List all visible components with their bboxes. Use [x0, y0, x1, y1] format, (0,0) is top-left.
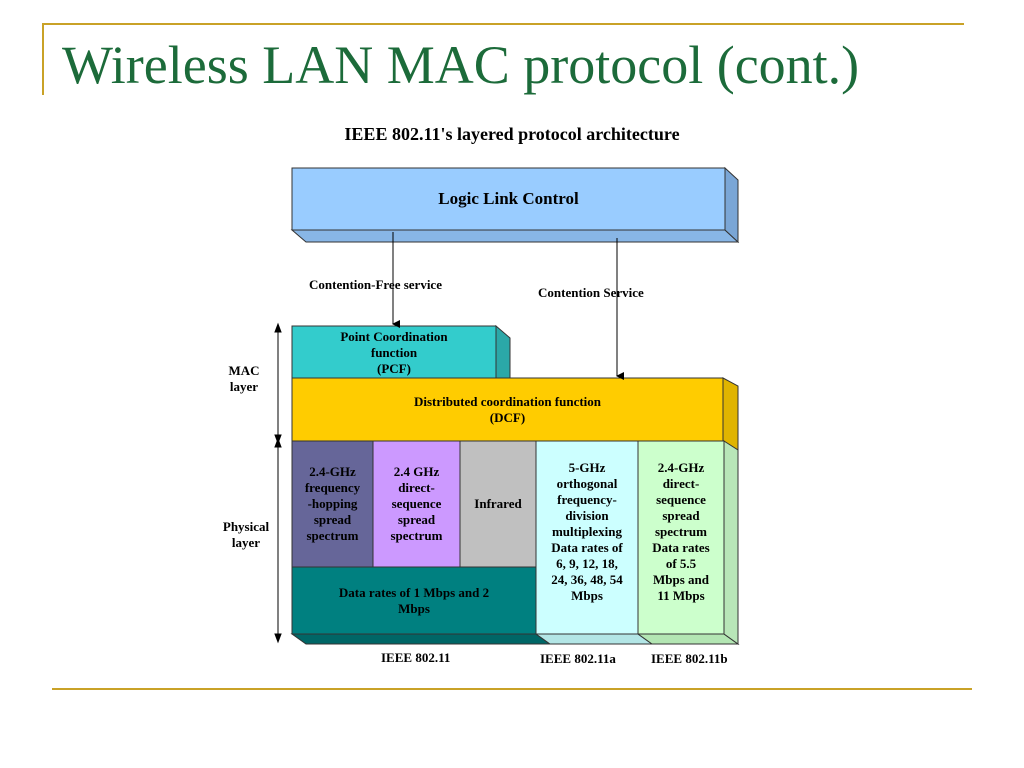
ieee-80211b-label: IEEE 802.11b [651, 651, 728, 666]
dsss-b-box-3d [636, 440, 740, 645]
top-rule [42, 23, 964, 25]
pcf-label: Point Coordination function (PCF) [340, 329, 448, 376]
fhss-label: 2.4-GHz frequency -hopping spread spectr… [304, 464, 361, 543]
dsss-b-label: 2.4-GHz direct- sequence spread spectrum… [652, 460, 710, 603]
left-rule [42, 23, 44, 95]
data-rates-label: Data rates of 1 Mbps and 2 Mbps [338, 584, 490, 616]
llc-label: Logic Link Control [438, 189, 579, 208]
data-rates-box-3d [290, 566, 552, 645]
dcf-box-3d [291, 377, 739, 451]
dcf-label: Distributed coordination function (DCF) [413, 393, 602, 425]
mac-layer-bracket [274, 322, 282, 445]
slide-title: Wireless LAN MAC protocol (cont.) [62, 35, 860, 95]
diagram-heading: IEEE 802.11's layered protocol architect… [344, 124, 680, 144]
infrared-label: Infrared [474, 496, 522, 511]
llc-box-3d [290, 166, 740, 244]
ieee-80211a-label: IEEE 802.11a [540, 651, 616, 666]
bottom-rule [52, 688, 972, 690]
physical-layer-label: Physical layer [222, 519, 270, 550]
ofdm-box-3d [534, 440, 654, 645]
dsss-label: 2.4 GHz direct- sequence spread spectrum [390, 464, 443, 543]
contention-label: Contention Service [538, 285, 644, 300]
mac-layer-label: MAC layer [228, 363, 260, 394]
contention-free-label: Contention-Free service [309, 277, 442, 292]
ofdm-label: 5-GHz orthogonal frequency- division mul… [551, 460, 623, 603]
ieee-80211-label: IEEE 802.11 [381, 650, 451, 665]
physical-layer-bracket [274, 437, 282, 644]
infrared-cell-bg [459, 440, 537, 568]
